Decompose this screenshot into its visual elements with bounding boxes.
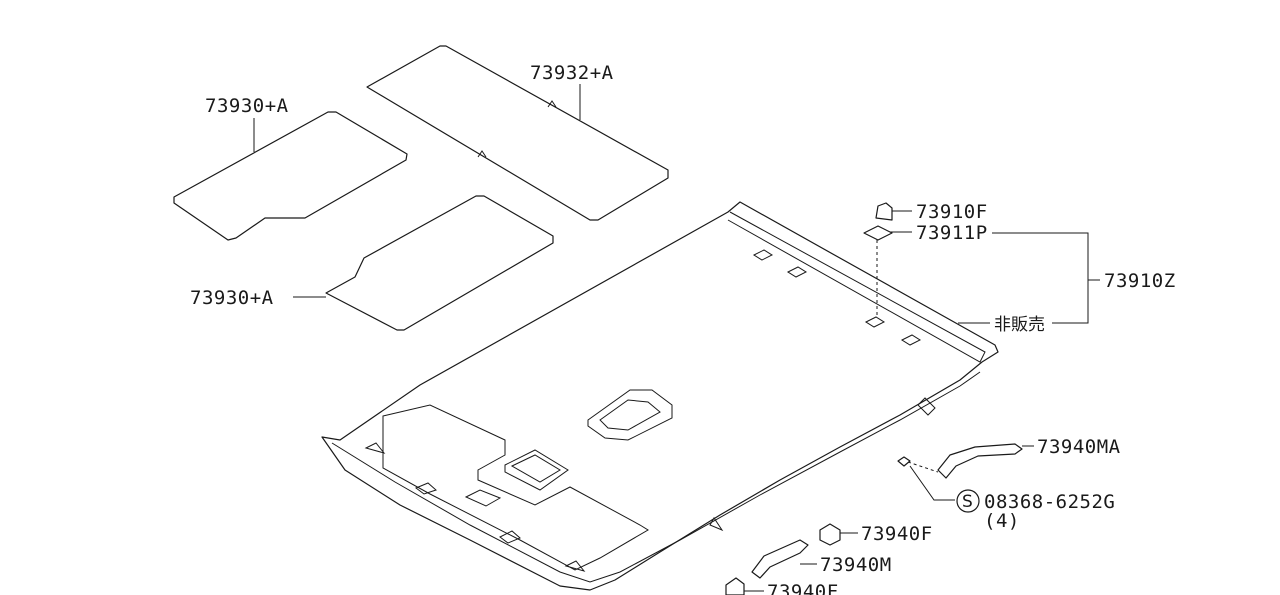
- rear-pad: [366, 45, 669, 221]
- label-screw: 08368-6252G: [984, 491, 1115, 513]
- assist-grip-m: [751, 539, 817, 579]
- label-cover-f: 73940F: [861, 523, 933, 545]
- label-grip-m: 73940M: [820, 554, 892, 576]
- front-left-pad: [173, 111, 408, 241]
- screw-icon: S: [897, 456, 980, 513]
- screw-symbol: S: [962, 492, 973, 512]
- label-front-left-pad: 73930+A: [205, 95, 289, 117]
- label-screw-qty: (4): [984, 510, 1020, 532]
- front-center-pad: [293, 195, 554, 331]
- cover-73940f-icon: [819, 523, 858, 546]
- clip-73911p-icon: [863, 225, 912, 318]
- label-front-center-pad: 73930+A: [190, 287, 274, 309]
- label-grip-ma: 73940MA: [1037, 436, 1121, 458]
- assist-grip-ma: [937, 443, 1034, 479]
- label-clip-p: 73911P: [916, 222, 988, 244]
- label-clip-set: 73910Z: [1104, 270, 1176, 292]
- label-not-for-sale: 非販売: [994, 315, 1045, 335]
- label-cover-f-lower: 73940F: [767, 581, 839, 595]
- label-rear-pad: 73932+A: [530, 62, 614, 84]
- label-clip-f: 73910F: [916, 201, 988, 223]
- bracket-73910z: [958, 232, 1100, 324]
- clip-73910f-icon: [875, 202, 912, 221]
- cover-73940f-lower-icon: [725, 577, 764, 595]
- headlining: [321, 201, 999, 591]
